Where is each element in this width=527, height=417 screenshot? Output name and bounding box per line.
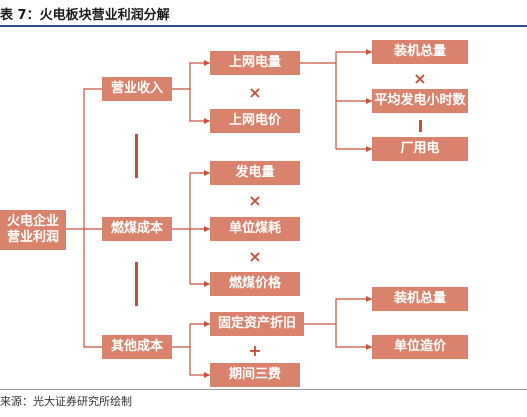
connector-fuel-branch <box>172 172 210 230</box>
box-generation: 发电量 <box>210 161 300 185</box>
times-operator: × <box>248 191 262 210</box>
box-avg-hours: 平均发电小时数 <box>372 89 468 113</box>
title-divider <box>0 25 527 27</box>
arrow-head <box>204 281 210 287</box>
minus-bar <box>419 120 422 132</box>
connector-fuel-price <box>189 229 210 285</box>
box-fixed-depreciation: 固定资产折旧 <box>210 312 304 336</box>
root-label-line1: 火电企业 <box>6 214 59 229</box>
arrow-head <box>204 321 210 327</box>
box-revenue: 营业收入 <box>102 77 172 101</box>
box-coal-per-unit: 单位煤耗 <box>210 217 300 241</box>
root-label-line2: 营业利润 <box>6 230 59 245</box>
separator-bar <box>135 134 138 178</box>
connector-other-expenses <box>189 347 210 376</box>
arrow-head <box>366 146 372 152</box>
box-grid-price: 上网电价 <box>210 109 300 133</box>
arrow-head <box>204 170 210 176</box>
times-operator: × <box>413 69 427 88</box>
box-fuel-cost: 燃煤成本 <box>102 217 172 241</box>
arrow-head <box>204 226 210 232</box>
arrow-head <box>366 344 372 350</box>
box-coal-price: 燃煤价格 <box>210 272 300 296</box>
times-operator: × <box>248 83 262 102</box>
arrow-head <box>204 372 210 378</box>
box-capacity-a: 装机总量 <box>372 40 468 64</box>
arrow-head <box>366 98 372 104</box>
box-period-expenses: 期间三费 <box>210 363 300 387</box>
connector-depr-capacity <box>335 298 372 324</box>
box-grid-volume: 上网电量 <box>210 51 300 75</box>
box-capacity-b: 装机总量 <box>372 287 468 311</box>
times-operator: × <box>248 247 262 266</box>
connector-root-other <box>83 229 102 348</box>
connector-root-branch <box>66 88 102 230</box>
connector-revenue-branch <box>172 62 210 90</box>
footer-divider <box>0 389 527 390</box>
connector-volume-capacity <box>335 51 372 63</box>
plus-operator: + <box>248 341 262 360</box>
connector-depr-unitcost <box>335 324 372 348</box>
separator-bar <box>135 262 138 306</box>
connector-other-branch <box>172 323 210 348</box>
arrow-head <box>204 118 210 124</box>
page-title: 表 7：火电板块营业利润分解 <box>0 8 170 23</box>
connector-revenue-price <box>189 89 210 122</box>
box-plant-use: 厂用电 <box>372 137 468 161</box>
root-box-operating-profit: 火电企业 营业利润 <box>0 210 66 250</box>
box-unit-cost: 单位造价 <box>372 335 468 359</box>
arrow-head <box>204 60 210 66</box>
source-note: 来源：光大证券研究所绘制 <box>0 395 132 408</box>
arrow-head <box>366 296 372 302</box>
arrow-head <box>366 49 372 55</box>
box-other-cost: 其他成本 <box>102 335 172 359</box>
